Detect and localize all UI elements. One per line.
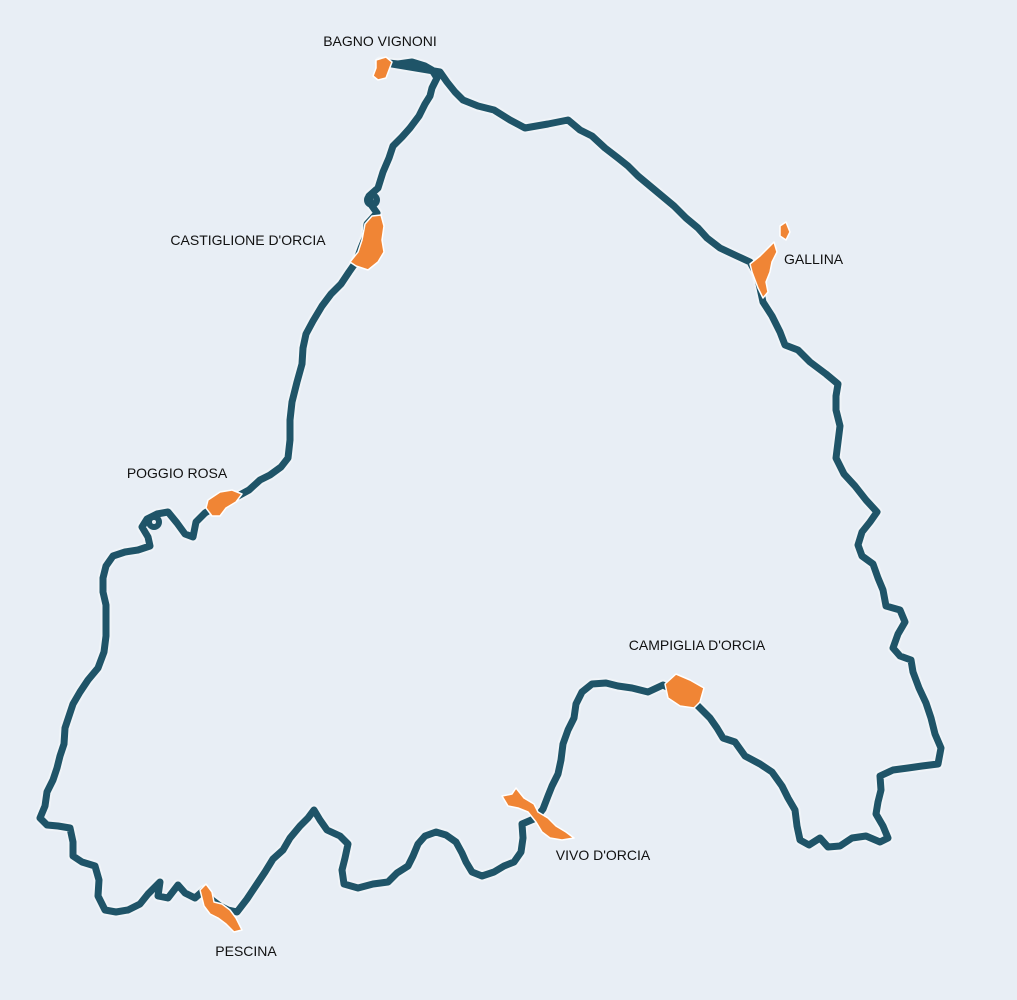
town-label-gallina: GALLINA (784, 251, 844, 267)
town-area-pescina (199, 883, 243, 933)
town-gallina[interactable]: GALLINA (749, 221, 844, 299)
route-loop-detail (364, 192, 380, 208)
town-area-castiglione-dorcia (349, 214, 385, 271)
town-area-poggio-rosa (205, 489, 243, 517)
town-label-pescina: PESCINA (215, 943, 277, 959)
town-vivo-dorcia[interactable]: VIVO D'ORCIA (501, 787, 651, 863)
town-label-poggio-rosa: POGGIO ROSA (127, 465, 228, 481)
town-area-vivo-dorcia (501, 787, 575, 841)
town-area-bagno-vignoni (372, 56, 393, 81)
route-loop-detail (146, 514, 162, 530)
town-bagno-vignoni[interactable]: BAGNO VIGNONI (323, 33, 437, 81)
town-area-campiglia-dorcia (664, 673, 705, 709)
town-label-bagno-vignoni: BAGNO VIGNONI (323, 33, 437, 49)
town-campiglia-dorcia[interactable]: CAMPIGLIA D'ORCIA (629, 637, 766, 709)
town-pescina[interactable]: PESCINA (199, 883, 277, 959)
town-label-campiglia-dorcia: CAMPIGLIA D'ORCIA (629, 637, 766, 653)
town-area-gallina (749, 241, 778, 299)
town-label-vivo-dorcia: VIVO D'ORCIA (556, 847, 651, 863)
town-area-gallina-outlier (779, 221, 791, 241)
town-markers: BAGNO VIGNONI CASTIGLIONE D'ORCIA GALLIN… (127, 33, 844, 959)
town-poggio-rosa[interactable]: POGGIO ROSA (127, 465, 243, 517)
town-castiglione-dorcia[interactable]: CASTIGLIONE D'ORCIA (170, 214, 385, 271)
town-label-castiglione-dorcia: CASTIGLIONE D'ORCIA (170, 232, 326, 248)
